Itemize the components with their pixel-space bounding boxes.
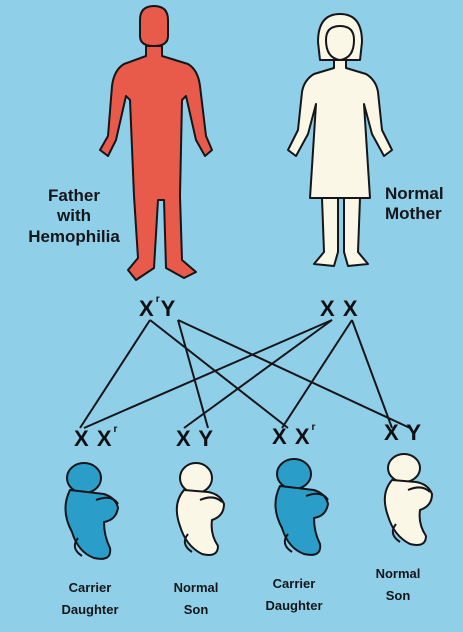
child-label: Normal Son <box>146 580 246 617</box>
mother-label-line: Mother <box>385 204 463 224</box>
mother-label-line: Normal <box>385 184 463 204</box>
father-allele-x: X <box>139 296 155 321</box>
mother-genotype: X X <box>320 296 359 322</box>
child-label: Carrier Daughter <box>40 580 140 617</box>
child-label-line: Son <box>146 602 246 618</box>
child-allele-a: X <box>74 426 90 451</box>
child-label-line: Daughter <box>40 602 140 618</box>
child-label: Carrier Daughter <box>244 576 344 613</box>
child-allele-b: Y <box>198 426 214 451</box>
child-label-line: Son <box>348 588 448 604</box>
child-label-line: Carrier <box>244 576 344 592</box>
mother-figure <box>288 14 392 266</box>
child-label-line: Normal <box>348 566 448 582</box>
child-allele-b: Y <box>406 420 422 445</box>
child-label-line: Carrier <box>40 580 140 596</box>
father-allele-y: Y <box>161 296 177 321</box>
father-label-line: Hemophilia <box>14 227 134 247</box>
child-genotype: X Y <box>176 426 214 452</box>
father-label: Father with Hemophilia <box>14 186 134 247</box>
child-allele-a: X <box>272 424 288 449</box>
mother-legs <box>314 198 368 266</box>
normal-son-baby <box>385 454 432 545</box>
child-allele-a: X <box>176 426 192 451</box>
mother-dress <box>288 60 392 198</box>
child-genotype: X Xr <box>74 426 118 452</box>
child-allele-mark: r <box>114 424 119 435</box>
inheritance-lines <box>80 320 410 428</box>
child-label-line: Daughter <box>244 598 344 614</box>
child-genotype: X Y <box>384 420 422 446</box>
mother-allele-a: X <box>320 296 336 321</box>
child-label-line: Normal <box>146 580 246 596</box>
child-allele-b: X <box>97 426 113 451</box>
carrier-daughter-baby <box>275 459 328 555</box>
carrier-daughter-baby <box>65 463 118 559</box>
child-allele-a: X <box>384 420 400 445</box>
line-father-x-to-child1 <box>80 320 150 428</box>
mother-allele-b: X <box>343 296 359 321</box>
normal-son-baby <box>177 463 224 555</box>
child-allele-mark: r <box>312 422 317 433</box>
line-mother-x2-to-child4 <box>352 320 392 428</box>
child-genotype: X Xr <box>272 424 316 450</box>
line-father-x-to-child3 <box>150 320 288 428</box>
child-allele-b: X <box>295 424 311 449</box>
father-head <box>140 6 168 46</box>
father-allele-mark: r <box>156 294 161 305</box>
father-genotype: XrY <box>139 296 176 322</box>
line-father-y-to-child2 <box>178 320 208 428</box>
child-label: Normal Son <box>348 566 448 603</box>
father-label-line: with <box>14 206 134 226</box>
mother-face <box>326 26 354 60</box>
mother-label: Normal Mother <box>385 184 463 225</box>
father-label-line: Father <box>14 186 134 206</box>
